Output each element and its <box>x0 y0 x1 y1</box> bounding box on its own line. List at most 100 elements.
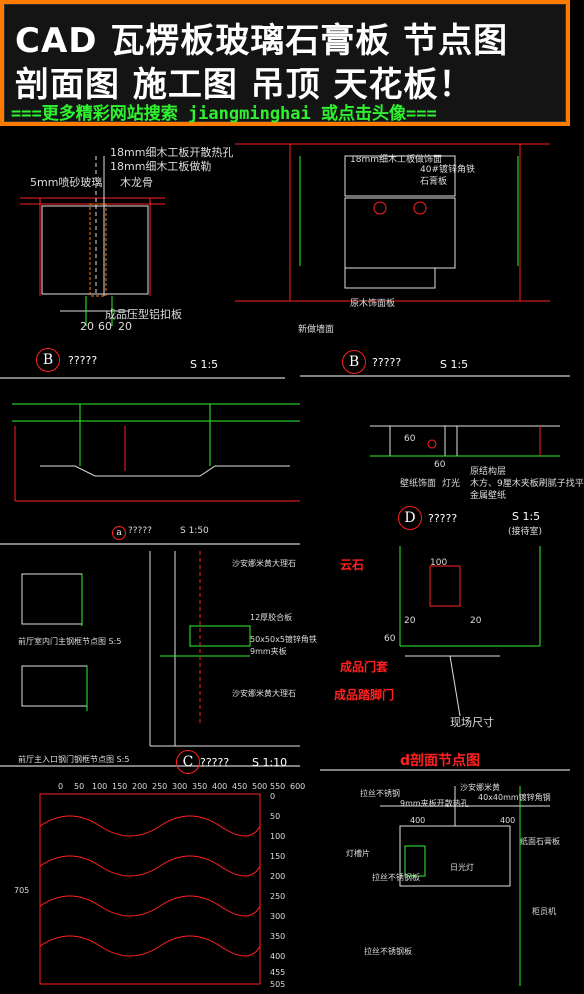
x-tick: 500 <box>252 782 268 791</box>
cad-drawing-sheet: 18mm细木工板开散热孔 18mm细木工板做勒 5mm喷砂玻璃 木龙骨 成品压型… <box>0 126 584 990</box>
label: 9mm夹板开散热孔 <box>400 799 469 808</box>
dim: 400 <box>410 816 426 825</box>
x-tick: 400 <box>212 782 228 791</box>
label: 原木饰面板 <box>350 299 396 309</box>
y-tick: 150 <box>270 852 286 861</box>
dim: 400 <box>500 816 516 825</box>
title-banner: CAD 瓦楞板玻璃石膏板 节点图 剖面图 施工图 吊顶 天花板！ ===更多精彩… <box>0 0 570 126</box>
label: 40#镀锌角铁 <box>420 165 475 175</box>
section-title: ????? <box>128 526 152 536</box>
section-title: ????? <box>428 512 458 525</box>
y-tick: 300 <box>270 912 286 921</box>
label: 拉丝不锈钢 <box>360 789 400 798</box>
section-title: ????? <box>372 356 402 369</box>
label: 12厚胶合板 <box>250 613 293 622</box>
section-a <box>12 403 300 502</box>
title-line-1: CAD 瓦楞板玻璃石膏板 节点图 <box>15 21 509 61</box>
x-tick: 100 <box>92 782 108 791</box>
label: 5mm喷砂玻璃 <box>30 176 103 189</box>
scale: S 1:5 <box>512 510 541 523</box>
title-line-2: 剖面图 施工图 吊顶 天花板！ <box>15 65 474 105</box>
section-mark-d: D <box>398 506 422 530</box>
dim: 60 <box>384 634 396 644</box>
dim: 20 <box>404 616 416 626</box>
label: 前厅室内门主钢框节点图 S:5 <box>18 637 122 646</box>
y-tick: 50 <box>270 812 281 821</box>
section-left-small <box>21 573 88 711</box>
label: 50x50x5镀锌角铁 <box>250 635 317 644</box>
label: 木龙骨 <box>120 176 153 189</box>
section-title: ????? <box>200 756 230 769</box>
y-tick: 250 <box>270 892 286 901</box>
y-tick: 100 <box>270 832 286 841</box>
label: 9mm夹板 <box>250 647 287 656</box>
x-tick: 200 <box>132 782 148 791</box>
label: 现场尺寸 <box>450 716 494 729</box>
label: 日光灯 <box>450 863 474 872</box>
x-tick: 300 <box>172 782 188 791</box>
note: (接待室) <box>508 527 543 537</box>
label: 壁纸饰面 <box>400 479 437 489</box>
dim: 60 <box>434 460 446 470</box>
label: 原结构层 <box>470 467 507 477</box>
label: 拉丝不锈钢板 <box>372 873 420 882</box>
label: 18mm细木工板做饰面 <box>350 155 442 165</box>
label: 石膏板 <box>420 177 448 187</box>
label: 柜员机 <box>532 907 556 916</box>
section-mark-b1: B <box>36 348 60 372</box>
section-ceiling <box>380 786 550 986</box>
x-tick: 250 <box>152 782 168 791</box>
dim: 20 <box>470 616 482 626</box>
x-tick: 350 <box>192 782 208 791</box>
section-mark-c: C <box>176 750 200 774</box>
label: 成品压型铝扣板 <box>105 308 182 321</box>
x-tick: 600 <box>290 782 306 791</box>
y-tick: 455 <box>270 968 286 977</box>
x-tick: 150 <box>112 782 128 791</box>
cad-drawing-canvas <box>0 143 570 986</box>
dim: 20 <box>80 320 94 333</box>
label: 沙安娜米黄 <box>460 783 500 792</box>
y-tick: 400 <box>270 952 286 961</box>
scale: S 1:5 <box>190 358 219 371</box>
x-tick: 550 <box>270 782 286 791</box>
section-b1 <box>20 156 165 326</box>
door-title: d剖面节点图 <box>400 753 481 769</box>
y-tick: 0 <box>270 792 276 801</box>
label: 沙安娜米黄大理石 <box>232 689 296 698</box>
dim: 100 <box>430 558 448 568</box>
y-tick: 505 <box>270 980 286 989</box>
label: 灯槽片 <box>346 849 370 858</box>
label: 18mm细木工板做勒 <box>110 160 212 173</box>
section-door <box>399 546 541 717</box>
x-tick: 50 <box>74 782 85 791</box>
label: 云石 <box>340 558 365 572</box>
dim: 20 <box>118 320 132 333</box>
section-mark-a: a <box>112 526 126 540</box>
scale: S 1:10 <box>252 756 288 769</box>
section-mark-b2: B <box>342 350 366 374</box>
label: 成品踏脚门 <box>334 688 395 702</box>
section-b2 <box>235 143 550 302</box>
label: 18mm细木工板开散热孔 <box>110 146 234 159</box>
x-tick: 450 <box>232 782 248 791</box>
label: 纸面石膏板 <box>520 837 560 846</box>
title-banner-inner: CAD 瓦楞板玻璃石膏板 节点图 剖面图 施工图 吊顶 天花板！ ===更多精彩… <box>4 4 566 124</box>
section-title: ????? <box>68 354 98 367</box>
label: 灯光 <box>442 479 461 489</box>
dim: 60 <box>98 320 112 333</box>
y-tick: 200 <box>270 872 286 881</box>
section-d <box>370 425 560 457</box>
y-tick: 350 <box>270 932 286 941</box>
side-dim: 705 <box>14 886 30 895</box>
label: 新做墙面 <box>298 325 335 335</box>
label: 40x40mm镀锌角钢 <box>478 793 551 802</box>
scale: S 1:5 <box>440 358 469 371</box>
x-tick: 0 <box>58 782 64 791</box>
section-grid <box>39 793 261 985</box>
label: 木方、9厘木夹板刷腻子找平 <box>470 479 584 489</box>
label: 金属壁纸 <box>470 491 507 501</box>
section-c <box>149 551 300 747</box>
label: 沙安娜米黄大理石 <box>232 559 296 568</box>
dim: 60 <box>404 434 416 444</box>
